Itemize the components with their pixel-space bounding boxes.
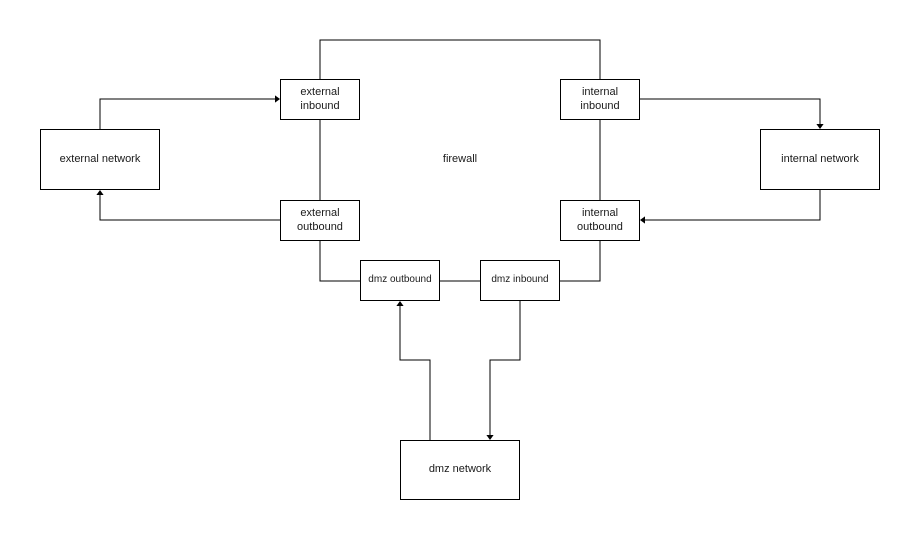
edge-external-inbound-to-top-rail (319, 39, 601, 79)
arrowhead-internal-inbound-to-internal-network (816, 124, 824, 129)
node-internal-inbound[interactable]: internal inbound (560, 79, 640, 120)
edge-dmz-inbound-to-dmz-network (489, 301, 521, 435)
node-dmz-outbound[interactable]: dmz outbound (360, 260, 440, 301)
node-label-internal-network: internal network (781, 152, 859, 165)
node-label-internal-inbound: internal inbound (580, 85, 620, 112)
node-external-outbound[interactable]: external outbound (280, 200, 360, 241)
node-label-dmz-network: dmz network (428, 463, 492, 476)
zone-label-firewall: firewall (442, 153, 478, 165)
node-external-network[interactable]: external network (40, 129, 160, 190)
node-dmz-network[interactable]: dmz network (400, 440, 520, 500)
node-internal-network[interactable]: internal network (760, 129, 880, 190)
arrowhead-external-outbound-to-external-network (96, 190, 104, 195)
edge-external-outbound-to-external-network (99, 195, 280, 221)
arrowhead-external-network-to-external-inbound (275, 95, 280, 103)
node-label-internal-outbound: internal outbound (577, 206, 623, 233)
node-label-dmz-outbound: dmz outbound (368, 274, 432, 286)
node-label-external-outbound: external outbound (297, 206, 343, 233)
node-internal-outbound[interactable]: internal outbound (560, 200, 640, 241)
edge-external-outbound-to-dmz-outbound (319, 241, 360, 282)
node-dmz-inbound[interactable]: dmz inbound (480, 260, 560, 301)
edge-external-network-to-external-inbound (99, 98, 275, 129)
edge-internal-inbound-to-internal-network (640, 98, 821, 124)
arrowhead-dmz-network-to-dmz-outbound (396, 301, 404, 306)
node-label-dmz-inbound: dmz inbound (491, 274, 549, 286)
node-label-external-inbound: external inbound (300, 85, 340, 112)
edge-dmz-network-to-dmz-outbound (399, 306, 431, 440)
node-external-inbound[interactable]: external inbound (280, 79, 360, 120)
arrowhead-dmz-inbound-to-dmz-network (486, 435, 494, 440)
edge-dmz-inbound-to-internal-outbound (560, 241, 601, 282)
node-label-external-network: external network (59, 152, 141, 165)
arrowhead-internal-network-to-internal-outbound (640, 216, 645, 224)
edge-internal-network-to-internal-outbound (645, 190, 821, 221)
